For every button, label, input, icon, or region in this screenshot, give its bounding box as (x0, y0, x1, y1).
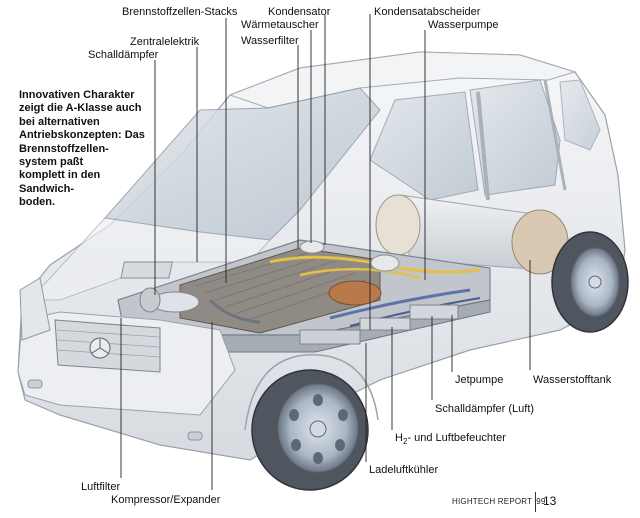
caption-line: boden. (19, 196, 56, 209)
side-window-front (369, 91, 479, 201)
condenser-copper (328, 280, 382, 306)
fog-lamp (27, 379, 43, 389)
footer-source: HIGHTECH REPORT '99 (452, 497, 546, 506)
mercedes-star-arms (91, 339, 109, 354)
page-number: 13 (543, 494, 557, 508)
caption-line: system paßt (19, 156, 84, 169)
front-wheel-holes (289, 394, 348, 464)
rear-wheel-hub-icon (588, 275, 602, 289)
pipe-yellow (299, 267, 421, 280)
label-luftfilter: Luftfilter (81, 481, 121, 493)
label-waermetauscher: Wärmetauscher (241, 19, 319, 31)
label-schalldaempfer-luft: Schalldämpfer (Luft) (435, 403, 535, 415)
pipe-blue (329, 288, 471, 320)
pillar (476, 91, 490, 201)
water-pump (370, 254, 400, 272)
heat-exchanger (299, 240, 325, 254)
pillar (543, 79, 567, 191)
caption-line: Brennstoffzellen- (19, 142, 109, 155)
label-kompressor-expander: Kompressor/Expander (111, 494, 221, 506)
h2-prefix: H (395, 432, 403, 444)
label-ladeluftkuehler: Ladeluftkühler (369, 464, 439, 476)
hood (28, 217, 272, 301)
caption-line: Sandwich- (19, 182, 75, 195)
label-wasserpumpe: Wasserpumpe (428, 19, 499, 31)
h2-subscript: 2 (402, 437, 408, 447)
muffler-air (409, 304, 459, 320)
label-wasserfilter: Wasserfilter (241, 35, 299, 47)
footer-divider (535, 492, 536, 512)
label-h2-luftbefeuchter: H2- und Luftbefeuchter (395, 432, 506, 448)
caption-line: bei alternativen (19, 115, 100, 128)
caption-line: komplett in den (19, 169, 101, 182)
label-brennstoffzellen-stacks: Brennstoffzellen-Stacks (122, 6, 238, 18)
humidifier (359, 317, 411, 331)
label-zentralelektrik: Zentralelektrik (130, 36, 200, 48)
headlight (19, 277, 51, 341)
central-electrics-box (120, 261, 173, 279)
h2-suffix: - und Luftbefeuchter (407, 432, 506, 444)
front-wheel-hub-icon (309, 420, 327, 438)
pipe-grey (208, 298, 261, 324)
caption-line: Antriebskonzepten: Das (19, 129, 145, 142)
caption: Innovativen Charakter zeigt die A-Klasse… (19, 89, 159, 210)
caption-line: zeigt die A-Klasse auch (19, 102, 142, 115)
label-kondensator: Kondensator (268, 6, 331, 18)
label-wasserstofftank: Wasserstofftank (533, 374, 612, 386)
hydrogen-tank-cap (375, 194, 421, 256)
label-schalldaempfer: Schalldämpfer (88, 49, 159, 61)
caption-line: Innovativen Charakter (19, 89, 135, 101)
intercooler (299, 329, 361, 345)
leader-lines (120, 14, 531, 490)
compressor-cylinder (139, 287, 161, 313)
label-kondensatabscheider: Kondensatabscheider (374, 6, 481, 18)
front-wheel-arch (244, 354, 379, 431)
rear-quarter-window (559, 79, 601, 151)
label-jetpumpe: Jetpumpe (455, 374, 504, 386)
fog-lamp (187, 431, 203, 441)
side-window-rear (469, 79, 561, 196)
